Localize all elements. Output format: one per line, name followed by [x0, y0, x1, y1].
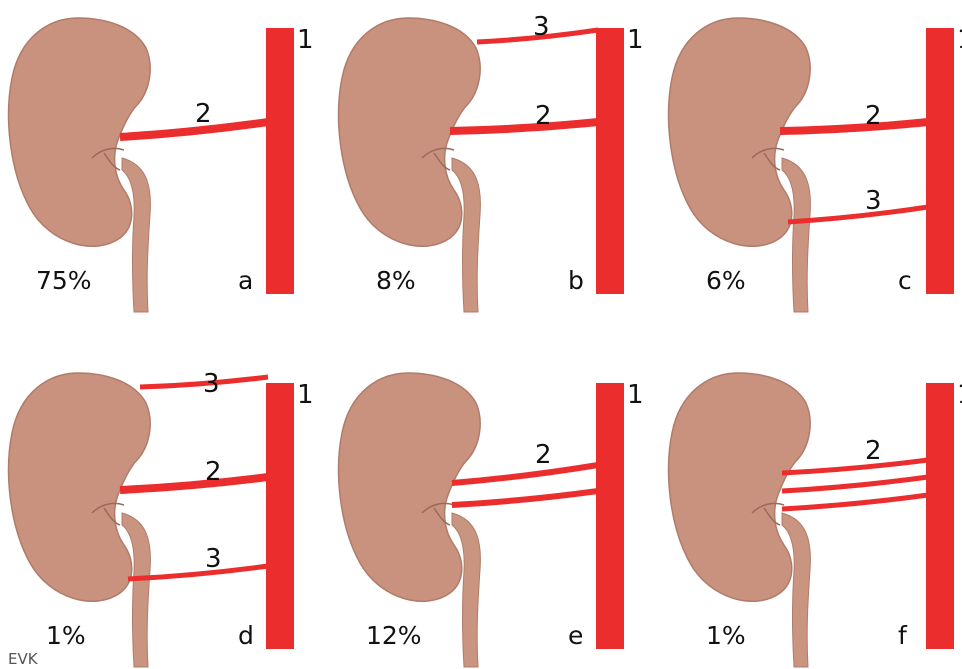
ureter — [122, 513, 150, 667]
aorta — [596, 28, 624, 294]
artery-label: 2 — [535, 440, 552, 470]
aorta-label: 1 — [957, 380, 962, 410]
artery-label: 2 — [865, 436, 882, 466]
aorta — [926, 28, 954, 294]
aorta — [596, 383, 624, 649]
renal-artery — [120, 477, 268, 490]
renal-artery — [120, 122, 268, 137]
aorta-label: 1 — [957, 25, 962, 55]
ureter — [782, 513, 810, 667]
artery-label: 2 — [865, 101, 882, 131]
aorta — [266, 28, 294, 294]
panel-letter: e — [568, 621, 583, 650]
aorta — [926, 383, 954, 649]
panel-c: 2 3 1 6% c — [669, 18, 962, 312]
artery-label: 3 — [205, 544, 222, 574]
frequency-label: 6% — [706, 266, 746, 295]
panel-letter: a — [238, 266, 253, 295]
artery-label: 2 — [205, 457, 222, 487]
panel-letter: c — [898, 266, 912, 295]
artery-label: 2 — [195, 99, 212, 129]
panel-e: 2 1 12% e — [339, 373, 644, 667]
aorta-label: 1 — [627, 25, 644, 55]
kidney — [9, 18, 151, 246]
panel-letter: f — [898, 621, 908, 650]
panel-letter: b — [568, 266, 584, 295]
frequency-label: 75% — [36, 266, 92, 295]
ureter — [452, 158, 480, 312]
ureter — [122, 158, 150, 312]
panel-d: 3 2 3 1 1% d — [9, 369, 314, 667]
aorta — [266, 383, 294, 649]
kidney — [339, 373, 481, 601]
frequency-label: 1% — [46, 621, 86, 650]
renal-artery — [782, 477, 928, 491]
renal-artery — [452, 491, 598, 505]
kidney — [669, 373, 811, 601]
frequency-label: 1% — [706, 621, 746, 650]
artery-label: 3 — [533, 12, 550, 42]
panel-f: 2 1 1% f — [669, 373, 962, 667]
aorta-label: 1 — [297, 25, 314, 55]
artist-signature: EVK — [8, 650, 39, 668]
renal-artery — [780, 122, 928, 131]
aorta-label: 1 — [627, 380, 644, 410]
panel-letter: d — [238, 621, 254, 650]
ureter — [452, 513, 480, 667]
panel-b: 3 2 1 8% b — [339, 12, 644, 312]
aorta-label: 1 — [297, 380, 314, 410]
renal-artery — [450, 122, 598, 131]
renal-artery — [782, 460, 928, 473]
frequency-label: 8% — [376, 266, 416, 295]
artery-label: 3 — [203, 369, 220, 399]
ureter — [782, 158, 810, 312]
renal-artery — [782, 495, 928, 509]
renal-artery — [452, 465, 598, 483]
panel-a: 2 1 75% a — [9, 18, 314, 312]
artery-label: 2 — [535, 101, 552, 131]
artery-label: 3 — [865, 186, 882, 216]
frequency-label: 12% — [366, 621, 422, 650]
